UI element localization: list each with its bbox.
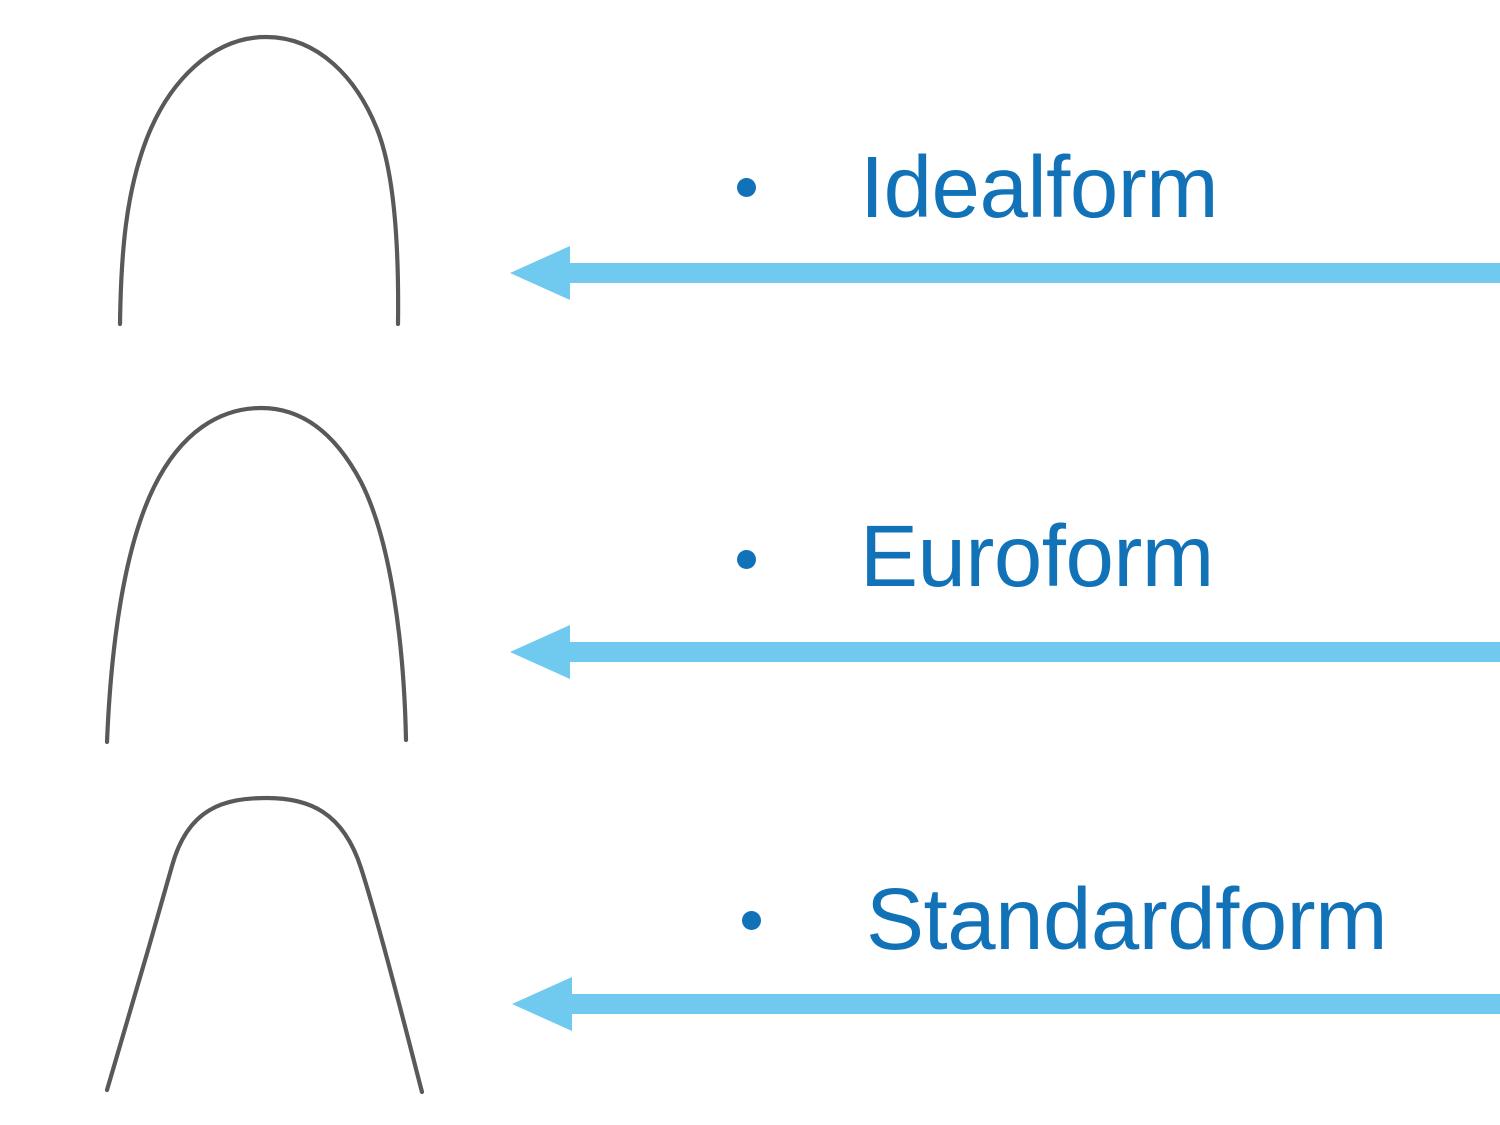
archform-label-euroform: Euroform <box>860 508 1214 605</box>
idealform-arch-wire <box>117 34 401 327</box>
bullet-icon <box>742 911 761 930</box>
left-arrow-icon <box>510 625 1500 679</box>
euroform-arch-wire <box>104 405 409 745</box>
standardform-arch-wire <box>104 795 425 1095</box>
bullet-icon <box>737 178 756 197</box>
left-arrow-icon <box>510 246 1500 300</box>
bullet-icon <box>737 550 756 569</box>
archform-label-standardform: Standardform <box>866 871 1388 968</box>
left-arrow-icon <box>512 977 1500 1031</box>
archform-label-idealform: Idealform <box>860 139 1219 236</box>
